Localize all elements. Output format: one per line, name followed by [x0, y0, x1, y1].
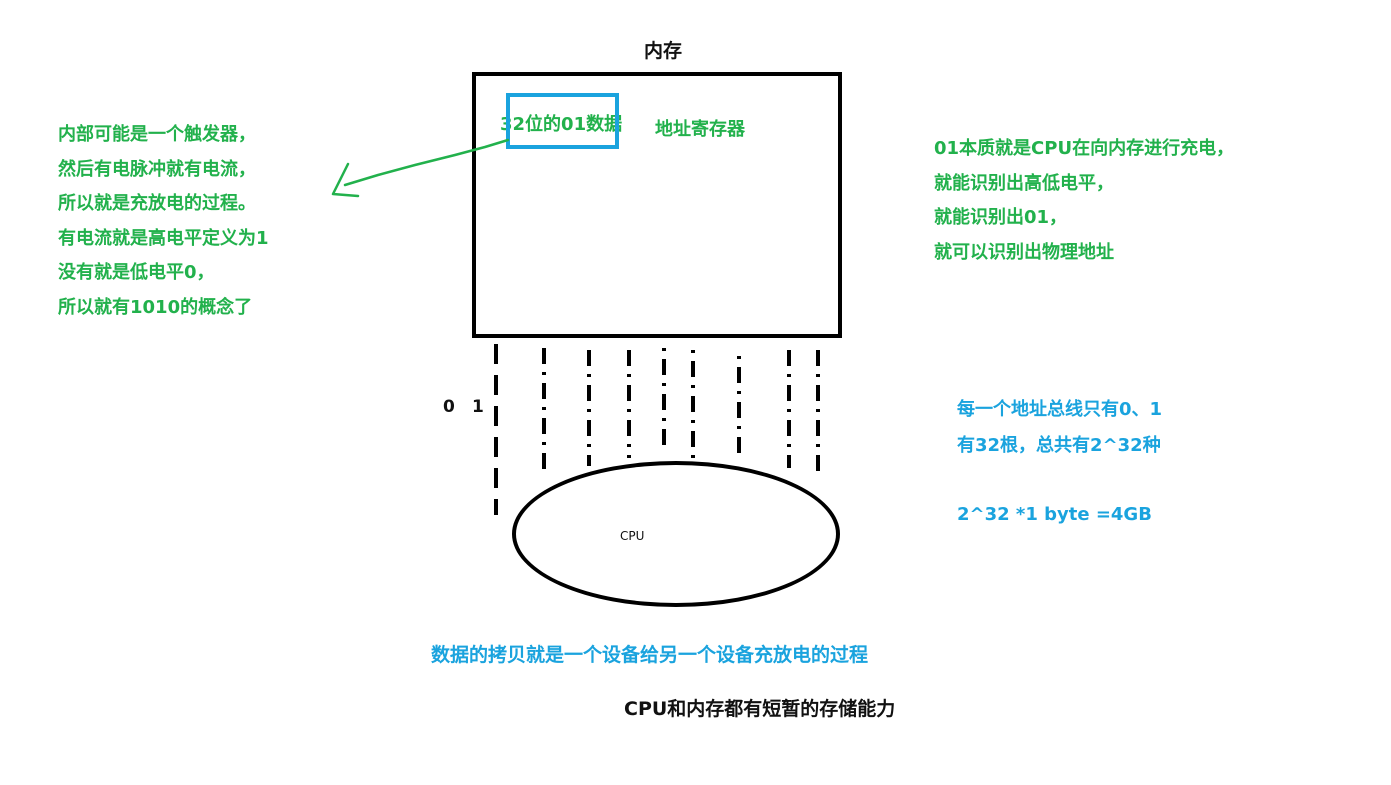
register-bits-label: 32位的01数据	[500, 114, 623, 135]
storage-note: CPU和内存都有短暂的存储能力	[624, 698, 896, 720]
copy-note: 数据的拷贝就是一个设备给另一个设备充放电的过程	[431, 644, 869, 666]
left-note-line: 所以就是充放电的过程。	[58, 193, 256, 215]
left-note-line: 有电流就是高电平定义为1	[58, 227, 269, 249]
register-highlight-box	[506, 93, 619, 149]
memory-title: 内存	[644, 40, 683, 62]
left-note-line: 内部可能是一个触发器，	[58, 124, 256, 145]
address-register-label: 地址寄存器	[655, 119, 745, 140]
bit-one-label: 1	[472, 397, 484, 417]
right-note-line: 01本质就是CPU在向内存进行充电，	[934, 138, 1235, 159]
bit-zero-label: 0	[443, 397, 455, 417]
bus-note-line: 每一个地址总线只有0、1	[957, 399, 1163, 420]
arrow-head	[331, 162, 360, 198]
left-note-line: 没有就是低电平0，	[58, 262, 215, 284]
bus-note-line: 有32根，总共有2^32种	[957, 435, 1161, 456]
left-note-line: 所以就有1010的概念了	[58, 296, 253, 318]
cpu-label: CPU	[620, 529, 645, 543]
memory-box	[472, 72, 842, 338]
left-note-line: 然后有电脉冲就有电流，	[58, 158, 256, 180]
capacity-note: 2^32 *1 byte =4GB	[957, 504, 1152, 525]
left-note: 内部可能是一个触发器， 然后有电脉冲就有电流， 所以就是充放电的过程。 有电流就…	[58, 118, 269, 326]
right-note: 01本质就是CPU在向内存进行充电， 就能识别出高低电平， 就能识别出01， 就…	[934, 132, 1234, 270]
cpu-ellipse	[512, 461, 840, 607]
right-note-line: 就能识别出01，	[934, 207, 1068, 229]
right-note-line: 就能识别出高低电平，	[934, 172, 1114, 194]
bus-note: 每一个地址总线只有0、1 有32根，总共有2^32种	[957, 392, 1162, 464]
right-note-line: 就可以识别出物理地址	[934, 241, 1114, 263]
